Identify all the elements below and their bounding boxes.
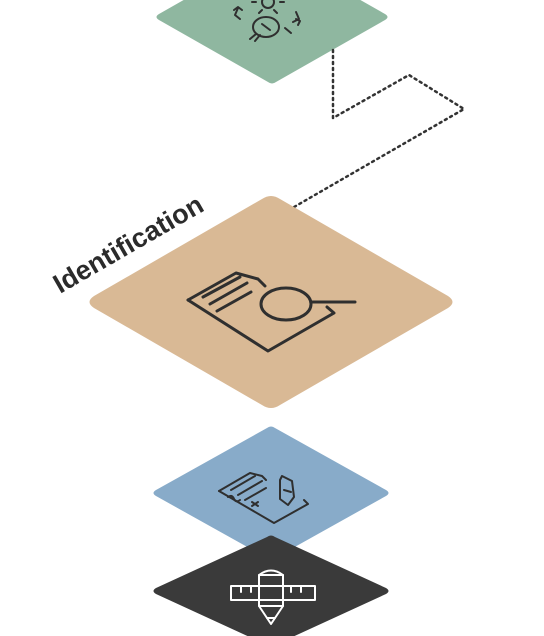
- layer-design: [153, 535, 389, 636]
- layer-identification: Identification: [48, 189, 453, 408]
- layer-ideation: [156, 0, 388, 84]
- layer-ideation-tile: [156, 0, 388, 84]
- signed-document-pencil-icon: [218, 472, 309, 524]
- document-magnifier-icon: [186, 271, 357, 353]
- lightbulb-gear-icon: [233, 0, 301, 42]
- layer-planning: [153, 426, 389, 560]
- layer-planning-tile: [153, 426, 389, 560]
- pencil-ruler-icon: [230, 569, 316, 625]
- layer-identification-tile: [89, 196, 453, 408]
